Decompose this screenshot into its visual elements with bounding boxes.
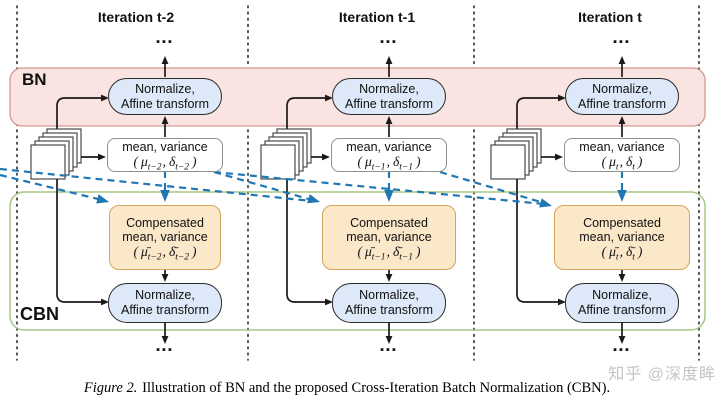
black-arrowheads-iteration-t-1 xyxy=(322,56,393,344)
cross-iteration-dashed-arrowheads xyxy=(96,190,627,208)
compensated-line1: Compensated xyxy=(126,215,204,230)
cbn-normalize-line2: Affine transform xyxy=(344,303,433,317)
compensated-stats-box-t-1: Compensated mean, variance (μ̄t−1,δ̄t−1) xyxy=(322,205,456,270)
stats-line1: mean, variance xyxy=(579,140,665,154)
cbn-normalize-line2: Affine transform xyxy=(120,303,209,317)
figure-caption: Figure 2.Illustration of BN and the prop… xyxy=(0,380,694,397)
column-header-t-1: Iteration t-1 xyxy=(338,9,416,25)
compensated-line2: mean, variance xyxy=(122,229,208,244)
bn-normalize-line1: Normalize, xyxy=(592,81,652,96)
bn-normalize-box-t-1: Normalize, Affine transform xyxy=(332,78,446,115)
cbn-normalize-line2: Affine transform xyxy=(577,303,666,317)
stats-symbols: (μt−2,δt−2) xyxy=(133,154,197,173)
ellipsis-bottom-t-1: ▪▪▪ xyxy=(380,344,398,356)
compensated-line1: Compensated xyxy=(583,215,661,230)
bn-region-label: BN xyxy=(22,70,47,89)
watermark-text: 知乎 @深度眸 xyxy=(608,366,716,383)
figure-caption-text: Illustration of BN and the proposed Cros… xyxy=(142,380,611,396)
ellipsis-bottom-t-2: ▪▪▪ xyxy=(156,344,174,356)
ellipsis-top-t-1: ▪▪▪ xyxy=(380,36,398,48)
bn-normalize-box-t-2: Normalize, Affine transform xyxy=(108,78,222,115)
cbn-normalize-line1: Normalize, xyxy=(359,288,419,302)
feature-stack-iteration-t xyxy=(490,128,542,180)
bn-normalize-line1: Normalize, xyxy=(135,81,195,96)
compensated-line1: Compensated xyxy=(350,215,428,230)
compensated-stats-box-t: Compensated mean, variance (μ̄t,δ̄t) xyxy=(554,205,690,270)
cbn-normalize-line1: Normalize, xyxy=(592,288,652,302)
cross-iteration-dashed-arrows xyxy=(0,167,624,206)
stats-line1: mean, variance xyxy=(122,140,208,154)
cbn-region xyxy=(9,191,706,331)
cbn-normalize-box-t-1: Normalize, Affine transform xyxy=(332,283,446,323)
stats-box-t-2: mean, variance (μt−2,δt−2) xyxy=(107,138,223,172)
feature-stack-iteration-t-1 xyxy=(260,128,312,180)
feature-stack-iteration-t-2 xyxy=(30,128,82,180)
cbn-normalize-box-t-2: Normalize, Affine transform xyxy=(108,283,222,323)
bn-normalize-box-t: Normalize, Affine transform xyxy=(565,78,679,115)
cbn-region-label: CBN xyxy=(20,304,59,324)
cbn-normalize-box-t: Normalize, Affine transform xyxy=(565,283,679,323)
ellipsis-top-t: ▪▪▪ xyxy=(613,36,631,48)
compensated-line2: mean, variance xyxy=(346,229,432,244)
compensated-symbols: (μ̄t,δ̄t) xyxy=(601,243,643,263)
compensated-stats-box-t-2: Compensated mean, variance (μ̄t−2,δ̄t−2) xyxy=(109,205,221,270)
figure-caption-label: Figure 2. xyxy=(83,380,138,396)
ellipsis-bottom-t: ▪▪▪ xyxy=(613,344,631,356)
bn-normalize-line2: Affine transform xyxy=(344,96,433,111)
stats-box-t: mean, variance (μt,δt) xyxy=(564,138,680,172)
compensated-line2: mean, variance xyxy=(579,229,665,244)
bn-normalize-line2: Affine transform xyxy=(120,96,209,111)
column-header-t: Iteration t xyxy=(578,9,642,25)
stats-symbols: (μt−1,δt−1) xyxy=(357,154,421,173)
stats-line1: mean, variance xyxy=(346,140,432,154)
stats-box-t-1: mean, variance (μt−1,δt−1) xyxy=(331,138,447,172)
compensated-symbols: (μ̄t−1,δ̄t−1) xyxy=(357,243,421,263)
compensated-symbols: (μ̄t−2,δ̄t−2) xyxy=(133,243,197,263)
bn-normalize-line2: Affine transform xyxy=(577,96,666,111)
cbn-normalize-line1: Normalize, xyxy=(135,288,195,302)
ellipsis-top-t-2: ▪▪▪ xyxy=(156,36,174,48)
black-arrowheads-iteration-t-2 xyxy=(98,56,169,344)
bn-normalize-line1: Normalize, xyxy=(359,81,419,96)
black-arrowheads-iteration-t xyxy=(555,56,626,344)
stats-symbols: (μt,δt) xyxy=(601,154,643,173)
column-header-t-2: Iteration t-2 xyxy=(97,9,175,25)
